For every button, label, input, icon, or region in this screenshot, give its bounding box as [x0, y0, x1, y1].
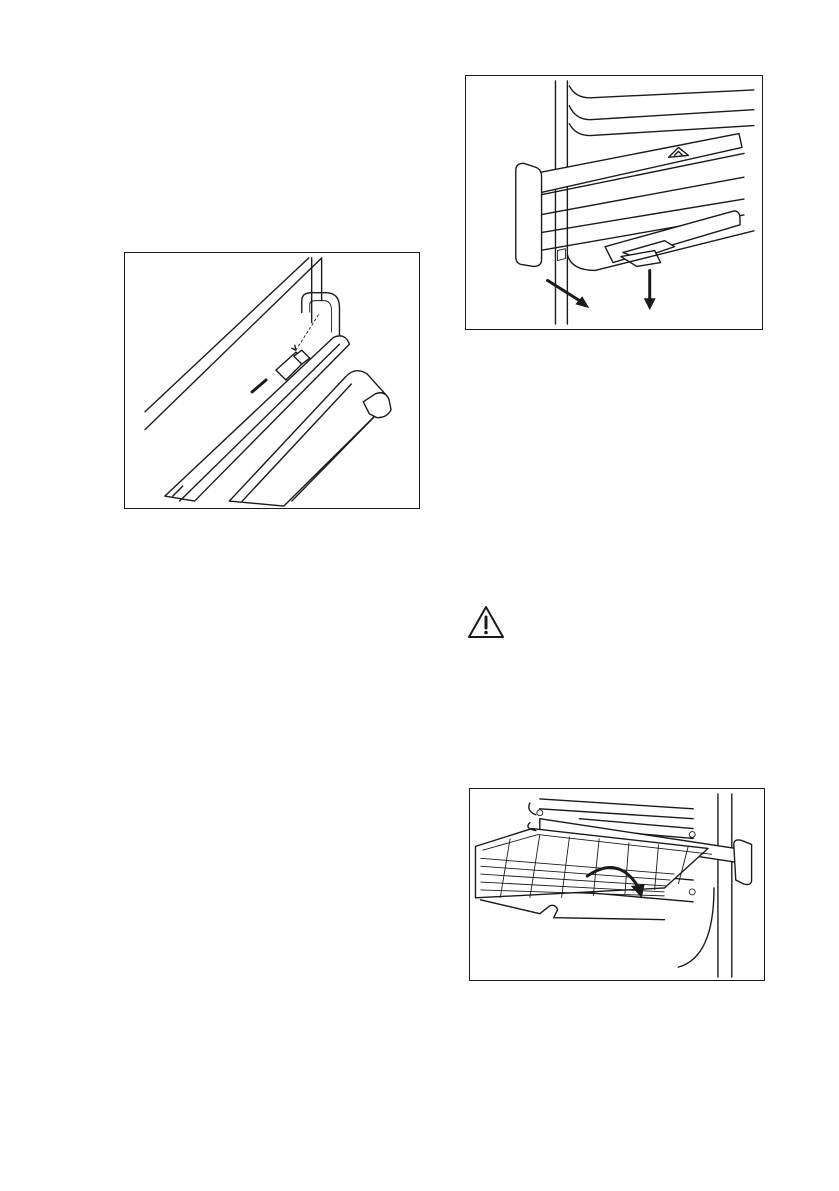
wire-shelf-illustration	[469, 788, 765, 981]
door-hinge-illustration	[124, 252, 420, 509]
telescopic-runner-illustration	[465, 75, 763, 330]
warning-triangle-icon	[466, 604, 506, 640]
